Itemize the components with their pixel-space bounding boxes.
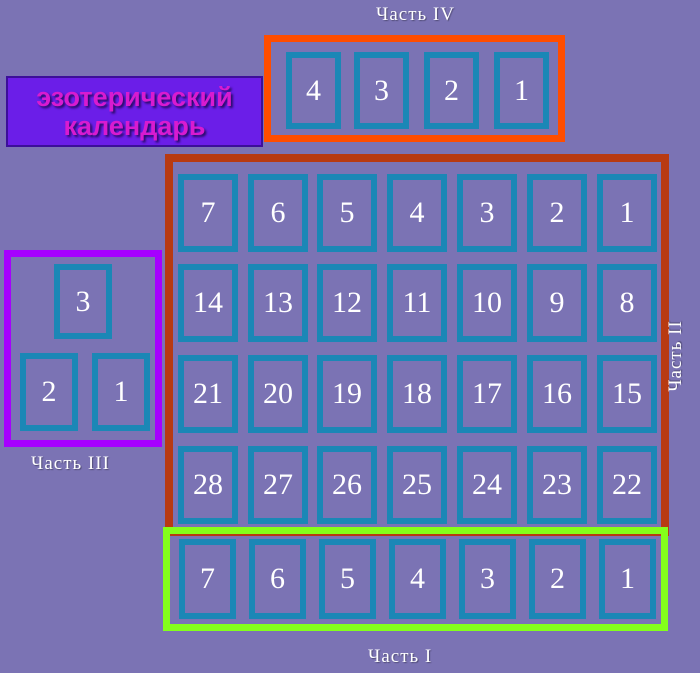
part2-card[interactable]: 6: [248, 174, 308, 252]
part1-frame: [163, 527, 668, 631]
part4-card[interactable]: 2: [424, 52, 479, 129]
part2-card[interactable]: 1: [597, 174, 657, 252]
part2-card[interactable]: 4: [387, 174, 447, 252]
part2-card[interactable]: 25: [387, 446, 447, 524]
part1-card[interactable]: 1: [599, 539, 656, 619]
part2-card[interactable]: 21: [178, 355, 238, 433]
part2-card[interactable]: 22: [597, 446, 657, 524]
part2-card[interactable]: 5: [317, 174, 377, 252]
part1-card[interactable]: 7: [179, 539, 236, 619]
part2-card[interactable]: 9: [527, 264, 587, 342]
part2-card[interactable]: 26: [317, 446, 377, 524]
part2-card[interactable]: 15: [597, 355, 657, 433]
part2-card[interactable]: 13: [248, 264, 308, 342]
part2-card[interactable]: 10: [457, 264, 517, 342]
part2-card[interactable]: 24: [457, 446, 517, 524]
part2-card[interactable]: 23: [527, 446, 587, 524]
part3-label: Часть III: [31, 453, 110, 474]
part3-card[interactable]: 2: [20, 353, 78, 431]
part2-card[interactable]: 16: [527, 355, 587, 433]
part1-card[interactable]: 6: [249, 539, 306, 619]
part2-card[interactable]: 7: [178, 174, 238, 252]
part2-card[interactable]: 27: [248, 446, 308, 524]
part2-label: Часть II: [664, 320, 686, 392]
part2-card[interactable]: 11: [387, 264, 447, 342]
part1-card[interactable]: 3: [459, 539, 516, 619]
calendar-title-line-2: календарь: [63, 110, 206, 141]
part3-card[interactable]: 1: [92, 353, 150, 431]
part2-card[interactable]: 2: [527, 174, 587, 252]
part2-card[interactable]: 19: [317, 355, 377, 433]
part3-card[interactable]: 3: [54, 264, 112, 339]
part2-card[interactable]: 17: [457, 355, 517, 433]
part2-card[interactable]: 14: [178, 264, 238, 342]
part1-label: Часть I: [368, 646, 433, 667]
part3-frame: [4, 250, 162, 447]
part1-card[interactable]: 2: [529, 539, 586, 619]
part2-card[interactable]: 18: [387, 355, 447, 433]
part2-card[interactable]: 8: [597, 264, 657, 342]
part4-label: Часть IV: [376, 4, 455, 25]
part4-card[interactable]: 3: [354, 52, 409, 129]
part2-card[interactable]: 28: [178, 446, 238, 524]
part2-card[interactable]: 3: [457, 174, 517, 252]
part1-card[interactable]: 5: [319, 539, 376, 619]
part4-frame: [264, 35, 565, 142]
calendar-title-box: эзотерический календарь: [6, 76, 263, 147]
part4-card[interactable]: 4: [286, 52, 341, 129]
part4-card[interactable]: 1: [494, 52, 549, 129]
part1-card[interactable]: 4: [389, 539, 446, 619]
part2-card[interactable]: 12: [317, 264, 377, 342]
part2-card[interactable]: 20: [248, 355, 308, 433]
calendar-title-line-1: эзотерический: [36, 81, 233, 112]
